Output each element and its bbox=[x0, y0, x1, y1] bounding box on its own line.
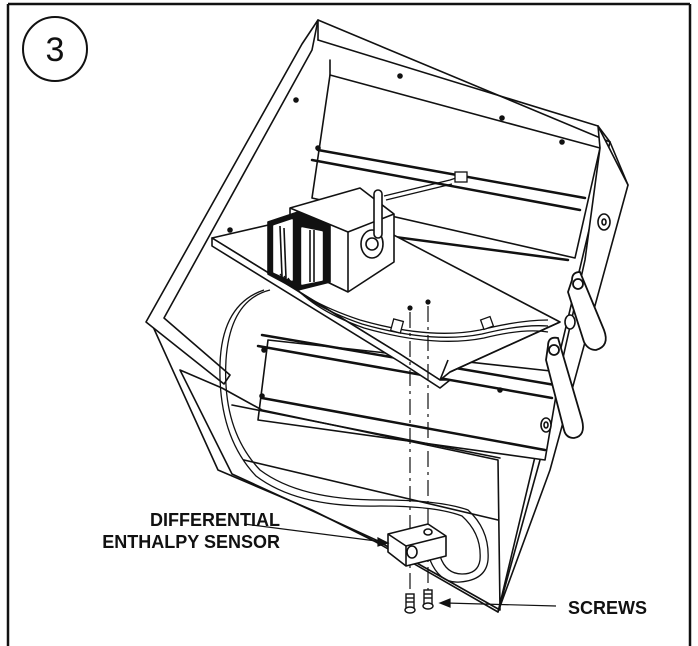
frame-border bbox=[6, 2, 692, 646]
step-number: 3 bbox=[45, 30, 65, 69]
leader-lines bbox=[243, 523, 557, 608]
sensor-label-line2: ENTHALPY SENSOR bbox=[102, 532, 280, 552]
control-box bbox=[267, 187, 395, 293]
linkage-arms bbox=[545, 271, 607, 439]
screws-label: SCREWS bbox=[568, 598, 648, 618]
differential-enthalpy-sensor-label: DIFFERENTIAL ENTHALPY SENSOR bbox=[6, 509, 280, 553]
enthalpy-sensor bbox=[387, 523, 447, 567]
screws bbox=[404, 589, 434, 614]
wiring-harness bbox=[219, 171, 549, 583]
step-number-circle bbox=[22, 16, 88, 82]
sensor-label-line1: DIFFERENTIAL bbox=[150, 510, 280, 530]
hood-left-side bbox=[145, 19, 319, 385]
